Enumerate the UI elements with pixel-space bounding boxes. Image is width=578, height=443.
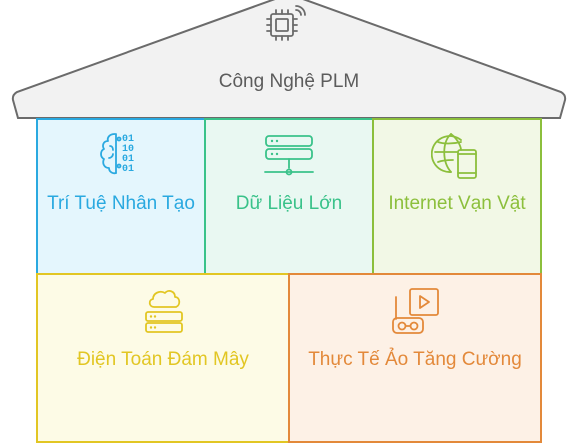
ai-brain-icon: 01 10 01 01 [100,133,134,175]
cell-ar-label: Thực Tế Ảo Tăng Cường [308,349,522,370]
roof-title: Công Nghệ PLM [218,71,360,92]
cell-ai-label: Trí Tuệ Nhân Tạo [47,193,195,214]
cell-big-data-label: Dữ Liệu Lớn [235,193,343,214]
svg-text:10: 10 [122,144,134,155]
cell-iot-label: Internet Vạn Vật [388,193,526,214]
plm-house-diagram: Công Nghệ PLM 01 10 01 01 Trí Tuệ Nhân T… [11,0,567,443]
vr-headset-video-icon [392,288,439,334]
cell-iot: Internet Vạn Vật [372,118,542,275]
globe-phone-icon [431,133,477,179]
svg-text:01: 01 [122,134,134,145]
database-server-icon [264,135,314,176]
cell-big-data: Dữ Liệu Lớn [204,118,374,275]
svg-text:01: 01 [122,154,134,165]
cell-ar: Thực Tế Ảo Tăng Cường [288,273,542,443]
cell-cloud: Điện Toán Đám Mây [36,273,290,443]
cloud-server-icon [145,290,183,333]
svg-text:01: 01 [122,164,134,175]
cell-cloud-label: Điện Toán Đám Mây [77,349,249,370]
cell-ai: 01 10 01 01 Trí Tuệ Nhân Tạo [36,118,206,275]
iot-chip-icon [266,5,306,41]
